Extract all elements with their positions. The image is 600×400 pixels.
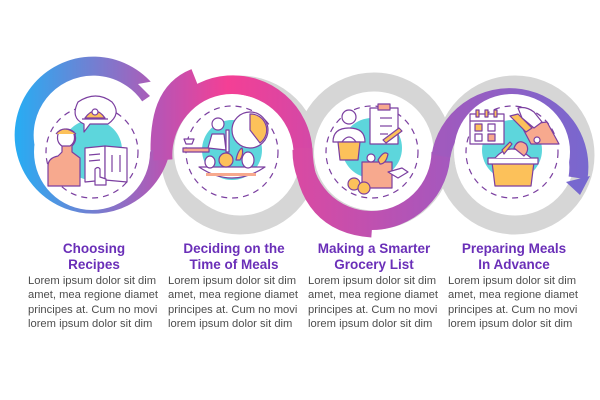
grocery-list-icon [332, 103, 409, 195]
step-4-body-line3: principes at. Cum no movi [448, 303, 578, 316]
ring-2 [153, 75, 313, 161]
step-2-title-line1: Deciding on the [183, 241, 285, 256]
step-2: Deciding on the Time of Meals Lorem ipsu… [166, 241, 302, 332]
ring-1-arrow-notch [138, 80, 160, 102]
step-4-title-line1: Preparing Meals [461, 241, 567, 256]
step-2-body-line3: principes at. Cum no movi [168, 303, 298, 316]
step-4-body-line4: lorem ipsum dolor sit dim [448, 318, 573, 331]
step-2-body-line4: lorem ipsum dolor sit dim [168, 318, 293, 331]
meal-prep-icon [469, 106, 560, 187]
step-1-body-line4: lorem ipsum dolor sit dim [28, 318, 153, 331]
step-3-body-line1: Lorem ipsum dolor sit dim [308, 275, 437, 287]
step-1: Choosing Recipes Lorem ipsum dolor sit d… [26, 241, 162, 332]
ring-3 [292, 149, 451, 230]
step-3-body-line4: lorem ipsum dolor sit dim [308, 318, 433, 331]
step-4: Preparing Meals In Advance Lorem ipsum d… [446, 241, 582, 332]
step-1-title-line1: Choosing [62, 241, 126, 256]
step-3-title-line1: Making a Smarter [317, 241, 431, 256]
ring-4-arrow-notch [566, 176, 590, 195]
step-1-body-line1: Lorem ipsum dolor sit dim [28, 275, 157, 287]
step-1-title-line2: Recipes [68, 257, 120, 272]
step-2-body-line2: amet, mea regione diamet [168, 289, 298, 302]
step-3: Making a Smarter Grocery List Lorem ipsu… [306, 241, 442, 332]
step-4-title-line2: In Advance [478, 257, 550, 272]
step-2-body-line1: Lorem ipsum dolor sit dim [168, 275, 297, 287]
recipe-book-icon [47, 95, 128, 187]
meal-time-clock-icon [182, 111, 269, 179]
step-3-body-line3: principes at. Cum no movi [308, 303, 438, 316]
step-3-title-line2: Grocery List [334, 257, 414, 272]
step-4-body-line2: amet, mea regione diamet [448, 289, 578, 302]
step-1-body-line2: amet, mea regione diamet [28, 289, 158, 302]
step-1-body-line3: principes at. Cum no movi [28, 303, 158, 316]
step-3-body-line2: amet, mea regione diamet [308, 289, 438, 302]
step-2-title-line2: Time of Meals [189, 257, 279, 272]
step-4-body-line1: Lorem ipsum dolor sit dim [448, 275, 577, 287]
